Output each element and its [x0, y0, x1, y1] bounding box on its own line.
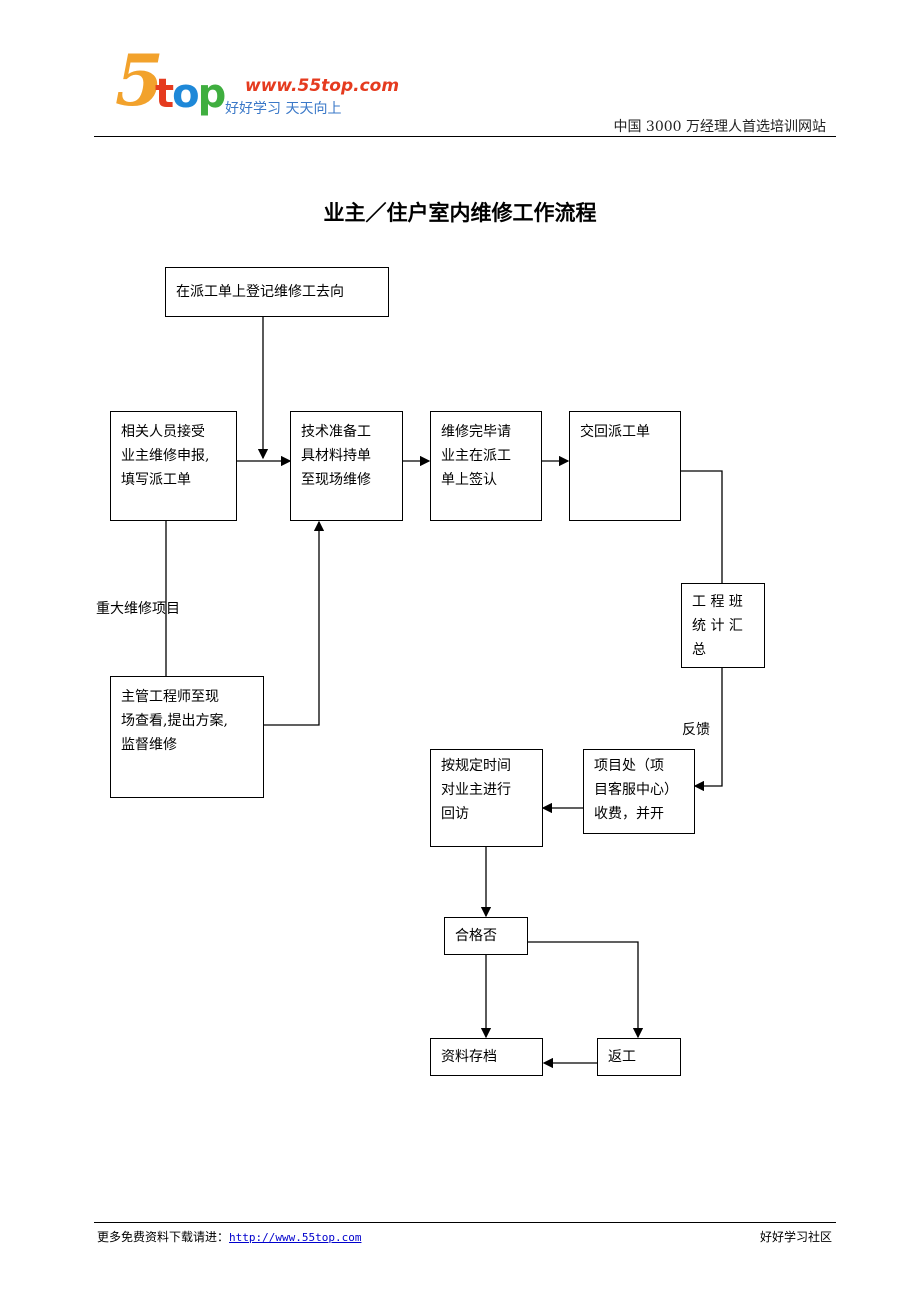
- arrow-engineer-prepare: [263, 520, 325, 726]
- logo-letter-t: t: [155, 71, 174, 117]
- box-register-worker: 在派工单上登记维修工去向: [165, 267, 389, 317]
- logo-letter-p: p: [197, 71, 227, 117]
- line-return-stats: [681, 470, 723, 583]
- box-rework: 返工: [597, 1038, 681, 1076]
- logo-url: www.55top.com: [245, 76, 400, 96]
- arrow-qualified-rework: [528, 941, 644, 1039]
- logo-number: 5: [115, 39, 164, 122]
- box-team-stats: 工 程 班 统 计 汇 总: [681, 583, 765, 668]
- box-register-text: 在派工单上登记维修工去向: [176, 284, 344, 300]
- box-stats-text: 工 程 班 统 计 汇 总: [692, 594, 743, 658]
- box-qualified: 合格否: [444, 917, 528, 955]
- footer-link[interactable]: http://www.55top.com: [229, 1231, 362, 1244]
- footer-divider: [94, 1222, 836, 1223]
- box-rework-text: 返工: [608, 1049, 636, 1065]
- box-sign-text: 维修完毕请 业主在派工 单上签认: [441, 424, 511, 488]
- logo-word: top: [155, 71, 227, 117]
- footer-community: 好好学习社区: [759, 1230, 832, 1244]
- box-engineer-text: 主管工程师至现 场查看,提出方案, 监督维修: [121, 689, 228, 753]
- footer-download-text: 更多免费资料下载请进：: [97, 1230, 230, 1244]
- box-revisit: 按规定时间 对业主进行 回访: [430, 749, 543, 847]
- box-return-text: 交回派工单: [580, 424, 650, 440]
- header-tagline: 中国 3000 万经理人首选培训网站: [613, 119, 826, 135]
- page-title: 业主／住户室内维修工作流程: [323, 201, 597, 225]
- box-qualified-text: 合格否: [455, 928, 497, 944]
- box-return-sheet: 交回派工单: [569, 411, 681, 521]
- logo-slogan: 好好学习 天天向上: [225, 101, 342, 117]
- box-project-text: 项目处（项 目客服中心） 收费，并开: [594, 758, 678, 822]
- box-sign-off: 维修完毕请 业主在派工 单上签认: [430, 411, 542, 521]
- box-archive: 资料存档: [430, 1038, 543, 1076]
- box-prepare-text: 技术准备工 具材料持单 至现场维修: [301, 424, 371, 488]
- box-archive-text: 资料存档: [441, 1049, 497, 1065]
- footer-download-note: 更多免费资料下载请进：http://www.55top.com: [97, 1228, 361, 1245]
- label-major-repair: 重大维修项目: [96, 601, 180, 617]
- logo-letter-o: o: [172, 71, 200, 117]
- arrow-stats-project: [693, 668, 723, 792]
- label-feedback: 反馈: [682, 722, 710, 738]
- box-engineer-inspect: 主管工程师至现 场查看,提出方案, 监督维修: [110, 676, 264, 798]
- header-divider: [94, 136, 836, 137]
- box-prepare-tools: 技术准备工 具材料持单 至现场维修: [290, 411, 403, 521]
- box-receive-report: 相关人员接受 业主维修申报, 填写派工单: [110, 411, 237, 521]
- site-logo: 5 top www.55top.com 好好学习 天天向上: [105, 46, 425, 132]
- box-receive-text: 相关人员接受 业主维修申报, 填写派工单: [121, 424, 210, 488]
- box-revisit-text: 按规定时间 对业主进行 回访: [441, 758, 511, 822]
- box-project-office: 项目处（项 目客服中心） 收费，并开: [583, 749, 695, 834]
